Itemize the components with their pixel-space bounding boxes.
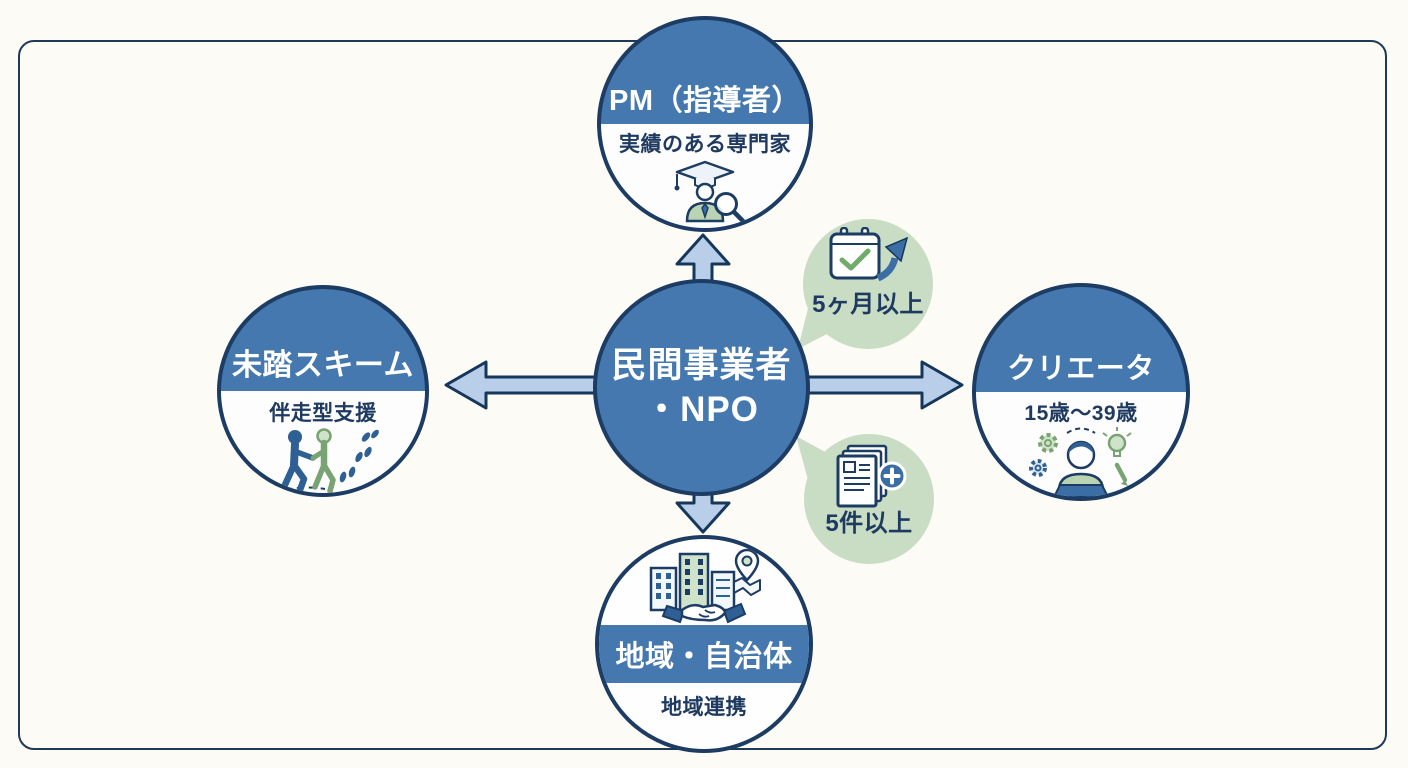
node-creator-title: クリエータ — [1007, 353, 1155, 385]
duration-badge-label: 5ヶ月以上 — [812, 291, 924, 318]
node-region-band: 地域・自治体 — [599, 625, 809, 683]
node-pm-subtitle: 実績のある専門家 — [619, 133, 791, 156]
node-region: 地域・自治体 地域連携 — [595, 535, 813, 753]
count-badge-label: 5件以上 — [825, 510, 913, 537]
node-creator-subtitle: 15歳～39歳 — [1024, 402, 1138, 425]
center-node: 民間事業者 ・NPO — [593, 279, 810, 496]
node-region-title: 地域・自治体 — [615, 641, 793, 673]
node-region-subtitle: 地域連携 — [661, 696, 747, 719]
node-pm: PM（指導者） 実績のある専門家 — [597, 16, 813, 232]
node-mitou-subtitle: 伴走型支援 — [269, 402, 377, 425]
arrow-left-icon — [444, 360, 598, 410]
node-mitou-title: 未踏スキーム — [231, 349, 415, 382]
footprints-icon — [339, 429, 379, 483]
count-badge: 5件以上 — [796, 434, 934, 564]
community-icon — [649, 548, 761, 624]
documents-plus-icon — [836, 444, 907, 508]
creator-icon — [1029, 427, 1132, 497]
center-node-title: 民間事業者 ・NPO — [611, 345, 792, 429]
node-mitou: 未踏スキーム 伴走型支援 — [217, 285, 429, 497]
graduate-expert-icon — [674, 160, 746, 223]
arrow-up-icon — [675, 233, 731, 286]
walking-support-icon — [272, 428, 379, 493]
calendar-check-icon — [829, 227, 909, 282]
duration-badge: 5ヶ月以上 — [797, 219, 933, 349]
arrow-right-icon — [806, 360, 964, 410]
node-pm-title: PM（指導者） — [608, 85, 801, 117]
node-creator: クリエータ 15歳～39歳 — [972, 283, 1190, 501]
